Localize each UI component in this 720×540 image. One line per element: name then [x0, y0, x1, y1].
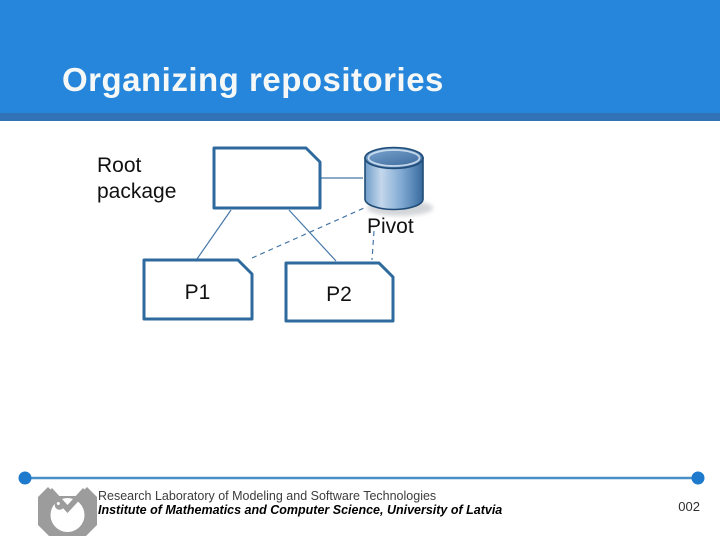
cylinder-top [364, 146, 424, 170]
p2-box [284, 261, 395, 323]
footer-divider [18, 471, 705, 485]
connector-lines [196, 177, 375, 262]
slide-header: Organizing repositories [0, 0, 720, 113]
connector-p2-to-pivot-dashed [371, 230, 375, 261]
footer-divider-dot-left [18, 471, 32, 485]
cylinder-body [364, 157, 424, 211]
footer-lab-name: Research Laboratory of Modeling and Soft… [98, 489, 437, 503]
cylinder-top-rim-highlight [367, 149, 421, 167]
p2-box-label: P2 [326, 283, 352, 306]
owl-eye-highlight [56, 502, 60, 505]
p1-box [142, 258, 254, 321]
pivot-label: Pivot [367, 215, 414, 238]
footer-institute-name: Institute of Mathematics and Computer Sc… [98, 503, 503, 517]
footer-divider-dot-right [691, 471, 705, 485]
owl-beak [48, 488, 87, 513]
connector-root-to-p2 [288, 209, 337, 262]
connector-p1-to-pivot-dashed [251, 207, 365, 259]
slide-title: Organizing repositories [62, 61, 444, 98]
p1-box-label: P1 [184, 281, 211, 304]
root-package-label: Root package [97, 154, 177, 204]
header-accent-stripe [0, 113, 720, 121]
connector-root-to-p1 [196, 209, 232, 260]
owl-logo-icon [38, 487, 97, 536]
page-number: 002 [678, 499, 700, 514]
root-package-box [212, 146, 322, 210]
pivot-database-icon [364, 146, 433, 216]
owl-eye [54, 500, 65, 510]
